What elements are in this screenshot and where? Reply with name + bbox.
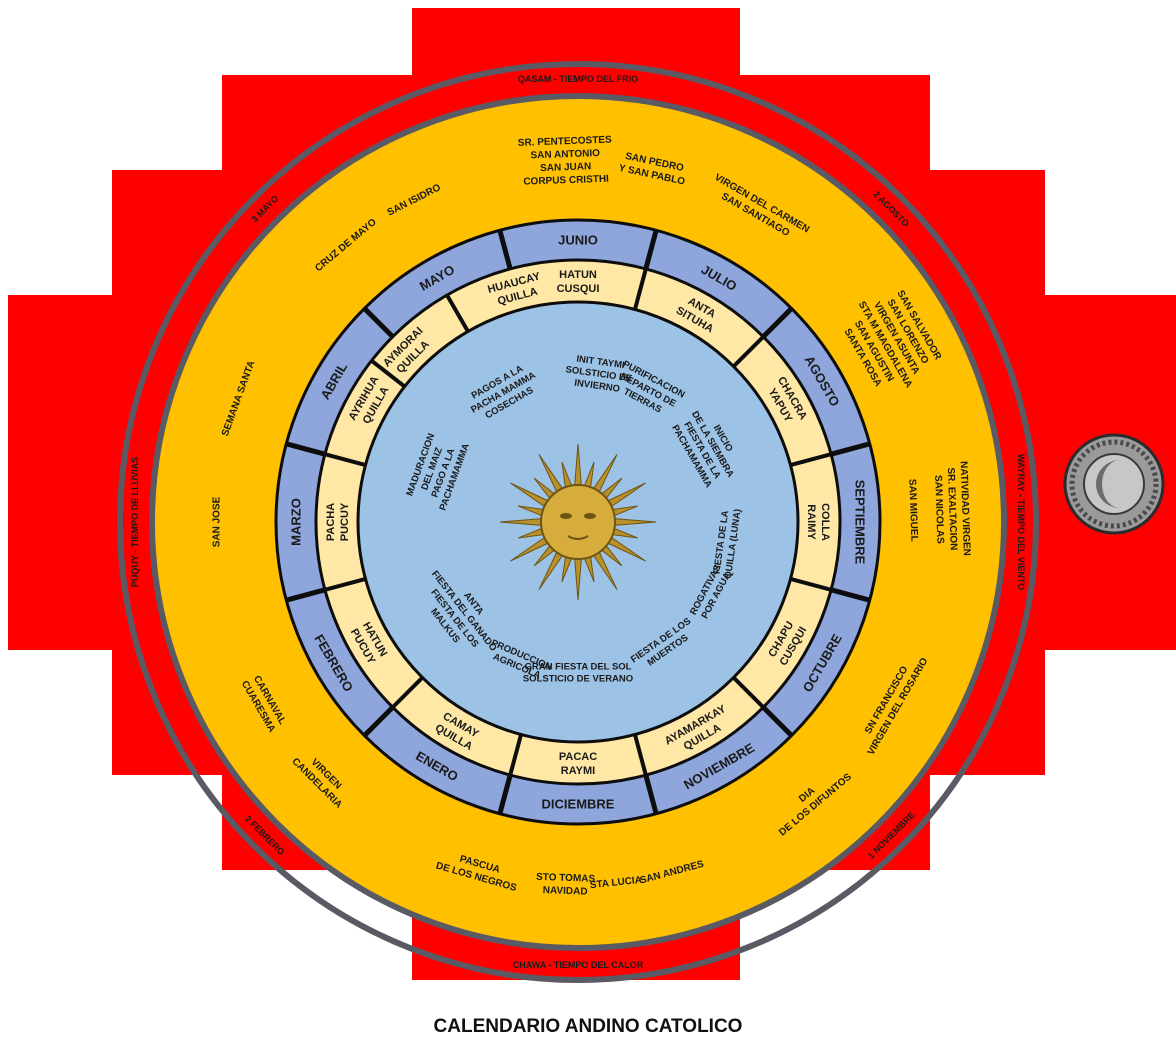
saint-label-group: SAN JOSE [212,496,223,547]
month-label: SEPTIEMBRE [853,480,868,565]
quilla-label: PACHA [325,503,337,541]
saint-label: SAN JOSE [212,496,223,547]
quilla-label: CUSQUI [557,283,600,295]
sun-face [541,485,615,559]
month-label: DICIEMBRE [542,797,615,812]
sun-eye [584,513,596,519]
season-label: WAYRAY - TIEMPO DEL VIENTO [1016,454,1026,590]
moon-medallion-icon [1065,435,1163,533]
sun-eye [560,513,572,519]
diagram-title: CALENDARIO ANDINO CATOLICO [0,1016,1176,1038]
saint-label: STO TOMAS [536,872,596,885]
quilla-label: COLLA [819,503,831,541]
season-label: PUQUY - TIEMPO DE LLUVIAS [130,457,140,587]
season-label-group: CHAWA - TIEMPO DEL CALOR [513,960,644,970]
season-label: CHAWA - TIEMPO DEL CALOR [513,960,644,970]
saint-label: SAN JUAN [540,161,591,174]
season-label-group: WAYRAY - TIEMPO DEL VIENTO [1016,454,1026,590]
month-label-group: SEPTIEMBRE [853,480,868,565]
month-label-group: DICIEMBRE [542,797,615,812]
month-label: MARZO [289,498,304,546]
month-label: JUNIO [558,233,598,248]
quilla-label: RAIMY [805,504,817,540]
quilla-label: PUCUY [339,502,351,541]
saint-label: SAN MIGUEL [906,479,919,542]
season-label-group: PUQUY - TIEMPO DE LLUVIAS [130,457,140,587]
quilla-label: HATUN [559,269,597,281]
quilla-label: PACAC [559,751,597,763]
quilla-label: RAYMI [561,765,595,777]
month-label-group: JUNIO [558,233,598,248]
saint-label: NAVIDAD [543,885,588,898]
month-label-group: MARZO [289,498,304,546]
season-label-group: QASAM - TIEMPO DEL FRIO [518,74,638,84]
season-label: QASAM - TIEMPO DEL FRIO [518,74,638,84]
medallion-face [1084,454,1144,514]
